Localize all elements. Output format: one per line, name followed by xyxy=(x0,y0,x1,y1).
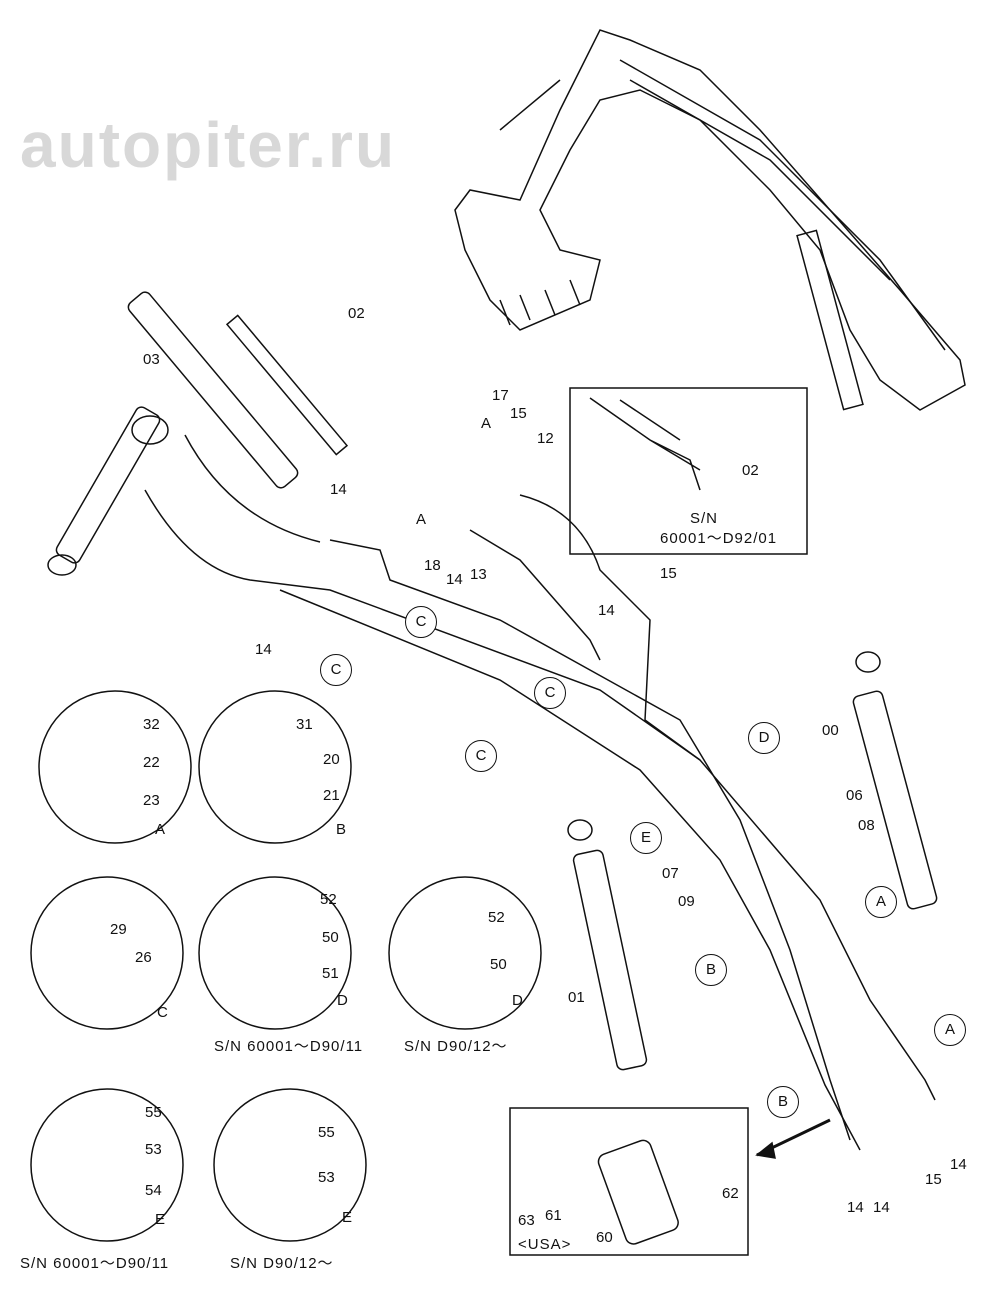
ref-circle-C: C xyxy=(320,654,352,686)
detail-part: 21 xyxy=(323,787,340,804)
cylinder-01 xyxy=(567,819,648,1071)
detail-part: 50 xyxy=(322,929,339,946)
detail-part: 22 xyxy=(143,754,160,771)
watermark: autopiter.ru xyxy=(20,109,397,181)
callout-07: 07 xyxy=(662,865,679,882)
ref-circle-A: A xyxy=(934,1014,966,1046)
detail-part: 52 xyxy=(488,909,505,926)
callout-17: 17 xyxy=(492,387,509,404)
detail-letter: E xyxy=(155,1211,166,1228)
cylinder-02 xyxy=(127,291,349,489)
callout-14: 14 xyxy=(598,602,615,619)
inset-callout-02: 02 xyxy=(742,462,759,479)
detail-part: 20 xyxy=(323,751,340,768)
callout-63: 63 xyxy=(518,1212,535,1229)
cylinder-00 xyxy=(852,651,938,910)
callout-18: 18 xyxy=(424,557,441,574)
ref-circle-C: C xyxy=(405,606,437,638)
ref-circle-C: C xyxy=(534,677,566,709)
inset-sn-label: S/N xyxy=(690,510,719,527)
detail-sn: S/N 60001～D90/11 xyxy=(214,1038,364,1055)
detail-part: 52 xyxy=(320,891,337,908)
ref-circle-C: C xyxy=(465,740,497,772)
detail-part: 32 xyxy=(143,716,160,733)
inset-box xyxy=(569,387,808,555)
detail-part: 23 xyxy=(143,792,160,809)
ref-circle-D: D xyxy=(748,722,780,754)
detail-letter: C xyxy=(157,1004,168,1021)
callout-15: 15 xyxy=(925,1171,942,1188)
usa-inset-box xyxy=(509,1107,749,1256)
callout-15: 15 xyxy=(660,565,677,582)
ref-circle-B: B xyxy=(695,954,727,986)
callout-A: A xyxy=(416,511,427,528)
detail-part: 54 xyxy=(145,1182,162,1199)
callout-62: 62 xyxy=(722,1185,739,1202)
detail-letter: B xyxy=(336,821,347,838)
detail-part: 55 xyxy=(145,1104,162,1121)
ref-circle-A: A xyxy=(865,886,897,918)
detail-sn: S/N 60001～D90/11 xyxy=(20,1255,170,1272)
callout-14: 14 xyxy=(446,571,463,588)
detail-part: 26 xyxy=(135,949,152,966)
callout-00: 00 xyxy=(822,722,839,739)
callout-14: 14 xyxy=(950,1156,967,1173)
detail-circles xyxy=(30,690,542,1242)
callout-A: A xyxy=(481,415,492,432)
detail-letter: E xyxy=(342,1209,353,1226)
ref-circle-E: E xyxy=(630,822,662,854)
detail-part: 51 xyxy=(322,965,339,982)
callout-03: 03 xyxy=(143,351,160,368)
callout-14: 14 xyxy=(330,481,347,498)
detail-part: 55 xyxy=(318,1124,335,1141)
excavator-arm-illustration xyxy=(454,29,966,411)
callout-09: 09 xyxy=(678,893,695,910)
callout-15: 15 xyxy=(510,405,527,422)
detail-sn: S/N D90/12～ xyxy=(404,1038,508,1055)
callout-02: 02 xyxy=(348,305,365,322)
detail-part: 31 xyxy=(296,716,313,733)
callout-14: 14 xyxy=(847,1199,864,1216)
detail-part: 53 xyxy=(145,1141,162,1158)
detail-letter: A xyxy=(155,821,166,838)
callout-01: 01 xyxy=(568,989,585,1006)
callout-13: 13 xyxy=(470,566,487,583)
detail-letter: D xyxy=(337,992,348,1009)
callout-06: 06 xyxy=(846,787,863,804)
callout-61: 61 xyxy=(545,1207,562,1224)
detail-sn: S/N D90/12～ xyxy=(230,1255,334,1272)
detail-part: 53 xyxy=(318,1169,335,1186)
inset-sn-range: 60001～D92/01 xyxy=(660,530,778,547)
ref-circle-B: B xyxy=(767,1086,799,1118)
cylinder-03 xyxy=(47,406,169,576)
callout-14: 14 xyxy=(873,1199,890,1216)
callout-60: 60 xyxy=(596,1229,613,1246)
usa-label: <USA> xyxy=(518,1236,572,1253)
detail-part: 29 xyxy=(110,921,127,938)
callout-12: 12 xyxy=(537,430,554,447)
detail-letter: D xyxy=(512,992,523,1009)
detail-part: 50 xyxy=(490,956,507,973)
callout-14: 14 xyxy=(255,641,272,658)
callout-08: 08 xyxy=(858,817,875,834)
